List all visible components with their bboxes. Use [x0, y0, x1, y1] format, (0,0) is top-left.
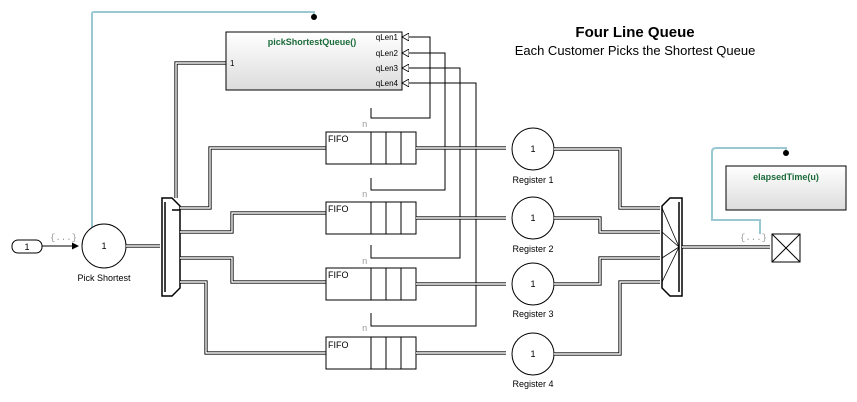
register-value: 1 — [530, 144, 535, 154]
register-value: 1 — [530, 213, 535, 223]
elapsed-signal-line[interactable] — [711, 147, 787, 234]
pick-shortest-label: Pick Shortest — [77, 273, 131, 283]
source-bus-label: {...} — [50, 233, 77, 243]
function-input-port: 1 — [230, 59, 235, 68]
register-label: Register 3 — [512, 309, 553, 319]
elapsed-time-name: elapsedTime(u) — [753, 172, 819, 182]
sink-bus-label: {...} — [740, 233, 767, 243]
fifo-label: FIFO — [328, 134, 349, 144]
register-label: Register 4 — [512, 379, 553, 389]
fifo-label: FIFO — [328, 204, 349, 214]
feedback-signal-line[interactable] — [91, 11, 315, 230]
junction-dot — [783, 150, 789, 156]
port-qlen3: qLen3 — [376, 64, 399, 73]
port-qlen4: qLen4 — [376, 79, 399, 88]
qlen-feedback-wires[interactable] — [370, 37, 477, 327]
fifo-block[interactable]: FIFO n — [325, 257, 417, 301]
fifo-block[interactable]: FIFO n — [325, 190, 417, 235]
switch-to-fifo-wires[interactable] — [180, 146, 326, 355]
register-to-merge-wires[interactable] — [554, 147, 660, 356]
register-block[interactable]: 1 Register 1 — [511, 127, 555, 185]
output-switch-block[interactable] — [161, 197, 181, 297]
junction-dot — [311, 14, 317, 20]
elapsed-time-block[interactable] — [725, 165, 847, 211]
fifo-label: FIFO — [328, 340, 349, 350]
fifo-block[interactable]: FIFO n — [325, 324, 417, 370]
fifo-label: FIFO — [328, 270, 349, 280]
register-value: 1 — [530, 279, 535, 289]
diagram-title: Four Line Queue — [575, 24, 694, 41]
pick-shortest-value: 1 — [101, 241, 106, 251]
register-label: Register 2 — [512, 244, 553, 254]
port-qlen1: qLen1 — [376, 33, 399, 42]
function-name: pickShortestQueue() — [268, 37, 357, 47]
fifo-n-port: n — [362, 120, 367, 130]
control-wire[interactable] — [175, 62, 226, 198]
fifo-to-register-wires[interactable] — [416, 146, 506, 355]
pick-shortest-queue-block[interactable] — [225, 31, 403, 91]
register-value: 1 — [530, 349, 535, 359]
register-block[interactable]: 1 Register 3 — [511, 262, 555, 319]
port-qlen2: qLen2 — [376, 49, 399, 58]
source-value: 1 — [24, 242, 29, 252]
fifo-n-port: n — [362, 324, 367, 334]
fifo-block[interactable]: FIFO n — [325, 120, 417, 165]
diagram-subtitle: Each Customer Picks the Shortest Queue — [515, 43, 756, 58]
register-block[interactable]: 1 Register 2 — [511, 196, 555, 254]
register-label: Register 1 — [512, 175, 553, 185]
fifo-n-port: n — [362, 190, 367, 200]
fifo-n-port: n — [362, 257, 367, 267]
register-block[interactable]: 1 Register 4 — [511, 332, 555, 389]
